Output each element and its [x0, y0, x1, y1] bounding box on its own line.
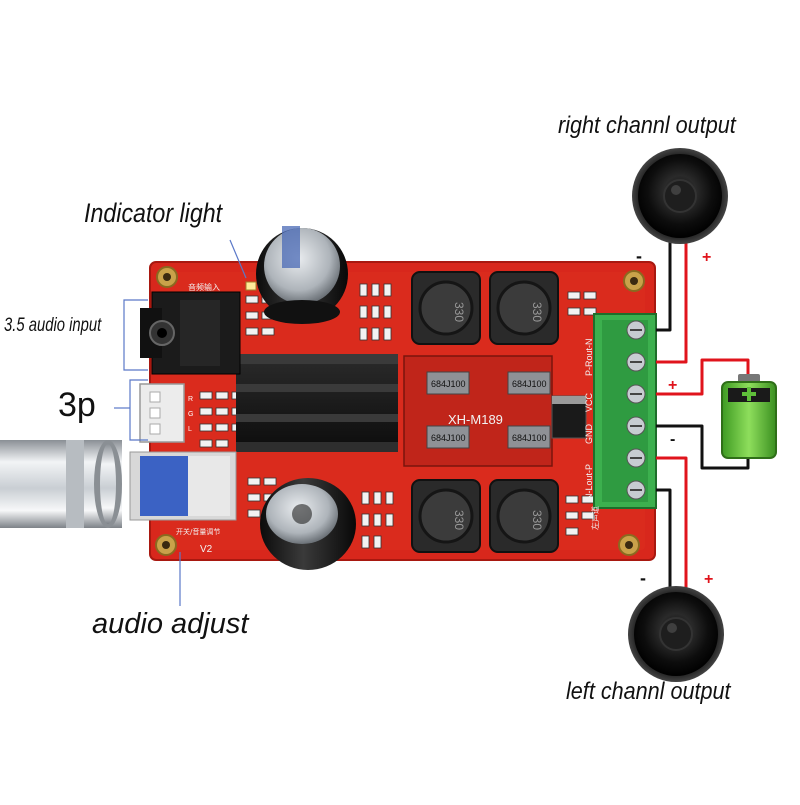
- callout-audio-input: [123, 299, 148, 371]
- polarity-left-plus: +: [704, 571, 713, 588]
- callout-lines: [114, 239, 247, 606]
- inductor-label-3: 330: [452, 510, 466, 530]
- inductors: [411, 271, 559, 553]
- pin-label-l: L: [188, 426, 192, 433]
- wire-battery-negative: [656, 424, 750, 470]
- wire-left-positive: [656, 456, 688, 592]
- indicator-led: [245, 281, 257, 291]
- left-channel-output-label: left channl output: [566, 678, 731, 705]
- silk-n-lout-p: N-Lout-P: [584, 464, 594, 500]
- film-cap-label-1: 684J100: [431, 379, 466, 389]
- heatsink: [236, 354, 398, 452]
- callout-indicator: [229, 239, 247, 279]
- silk-switch-volume: 开关/音量调节: [176, 527, 220, 536]
- pin-label-g: G: [188, 411, 193, 418]
- polarity-right-minus: -: [636, 246, 642, 266]
- three-pin-connector: [139, 383, 185, 443]
- electrolytic-capacitor-top: [256, 226, 348, 324]
- terminal-screws: [626, 320, 646, 500]
- audio-input-label: 3.5 audio input: [4, 315, 102, 336]
- polarity-right-plus: +: [702, 249, 711, 266]
- three-pin-label: 3p: [58, 386, 96, 424]
- inductor-label-1: 330: [452, 302, 466, 322]
- battery-icon: [721, 374, 777, 459]
- board-model-label: XH-M189: [448, 412, 503, 427]
- polarity-battery-minus: -: [670, 431, 675, 448]
- silk-gnd: GND: [584, 424, 594, 445]
- smd-pads: [199, 283, 597, 549]
- wire-right-negative: [656, 234, 672, 332]
- inductor-label-4: 330: [530, 510, 544, 530]
- mounting-holes: [155, 266, 645, 556]
- silk-left-channel: 左声道: [590, 506, 600, 530]
- potentiometer: [129, 451, 237, 521]
- film-capacitors: [426, 371, 551, 449]
- volume-knob: [0, 440, 122, 528]
- wire-battery-positive: [656, 358, 750, 396]
- silk-vcc: VCC: [584, 392, 594, 412]
- film-cap-label-3: 684J100: [431, 433, 466, 443]
- polarity-battery-plus: +: [668, 377, 677, 394]
- wire-right-positive: [656, 234, 688, 364]
- diode-band: [552, 396, 586, 404]
- callout-three-pin: [129, 379, 148, 441]
- speaker-right: [632, 148, 728, 244]
- silk-audio-input: 音频输入: [188, 282, 220, 292]
- audio-adjust-label: audio adjust: [92, 608, 249, 640]
- silk-v2: V2: [200, 544, 213, 555]
- audio-jack-3-5mm: [140, 291, 241, 375]
- film-cap-label-2: 684J100: [512, 379, 547, 389]
- wires: [656, 234, 750, 592]
- indicator-light-label: Indicator light: [84, 198, 223, 228]
- silk-p-rout-n: P-Rout-N: [584, 338, 594, 376]
- speaker-left: [628, 586, 724, 682]
- electrolytic-capacitor-bottom: [260, 478, 356, 570]
- wire-left-negative: [656, 488, 672, 592]
- right-channel-output-label: right channl output: [558, 112, 736, 139]
- polarity-left-minus: -: [640, 568, 646, 588]
- terminal-block: [593, 313, 657, 509]
- pin-label-r: R: [188, 396, 193, 403]
- inductor-label-2: 330: [530, 302, 544, 322]
- film-cap-label-4: 684J100: [512, 433, 547, 443]
